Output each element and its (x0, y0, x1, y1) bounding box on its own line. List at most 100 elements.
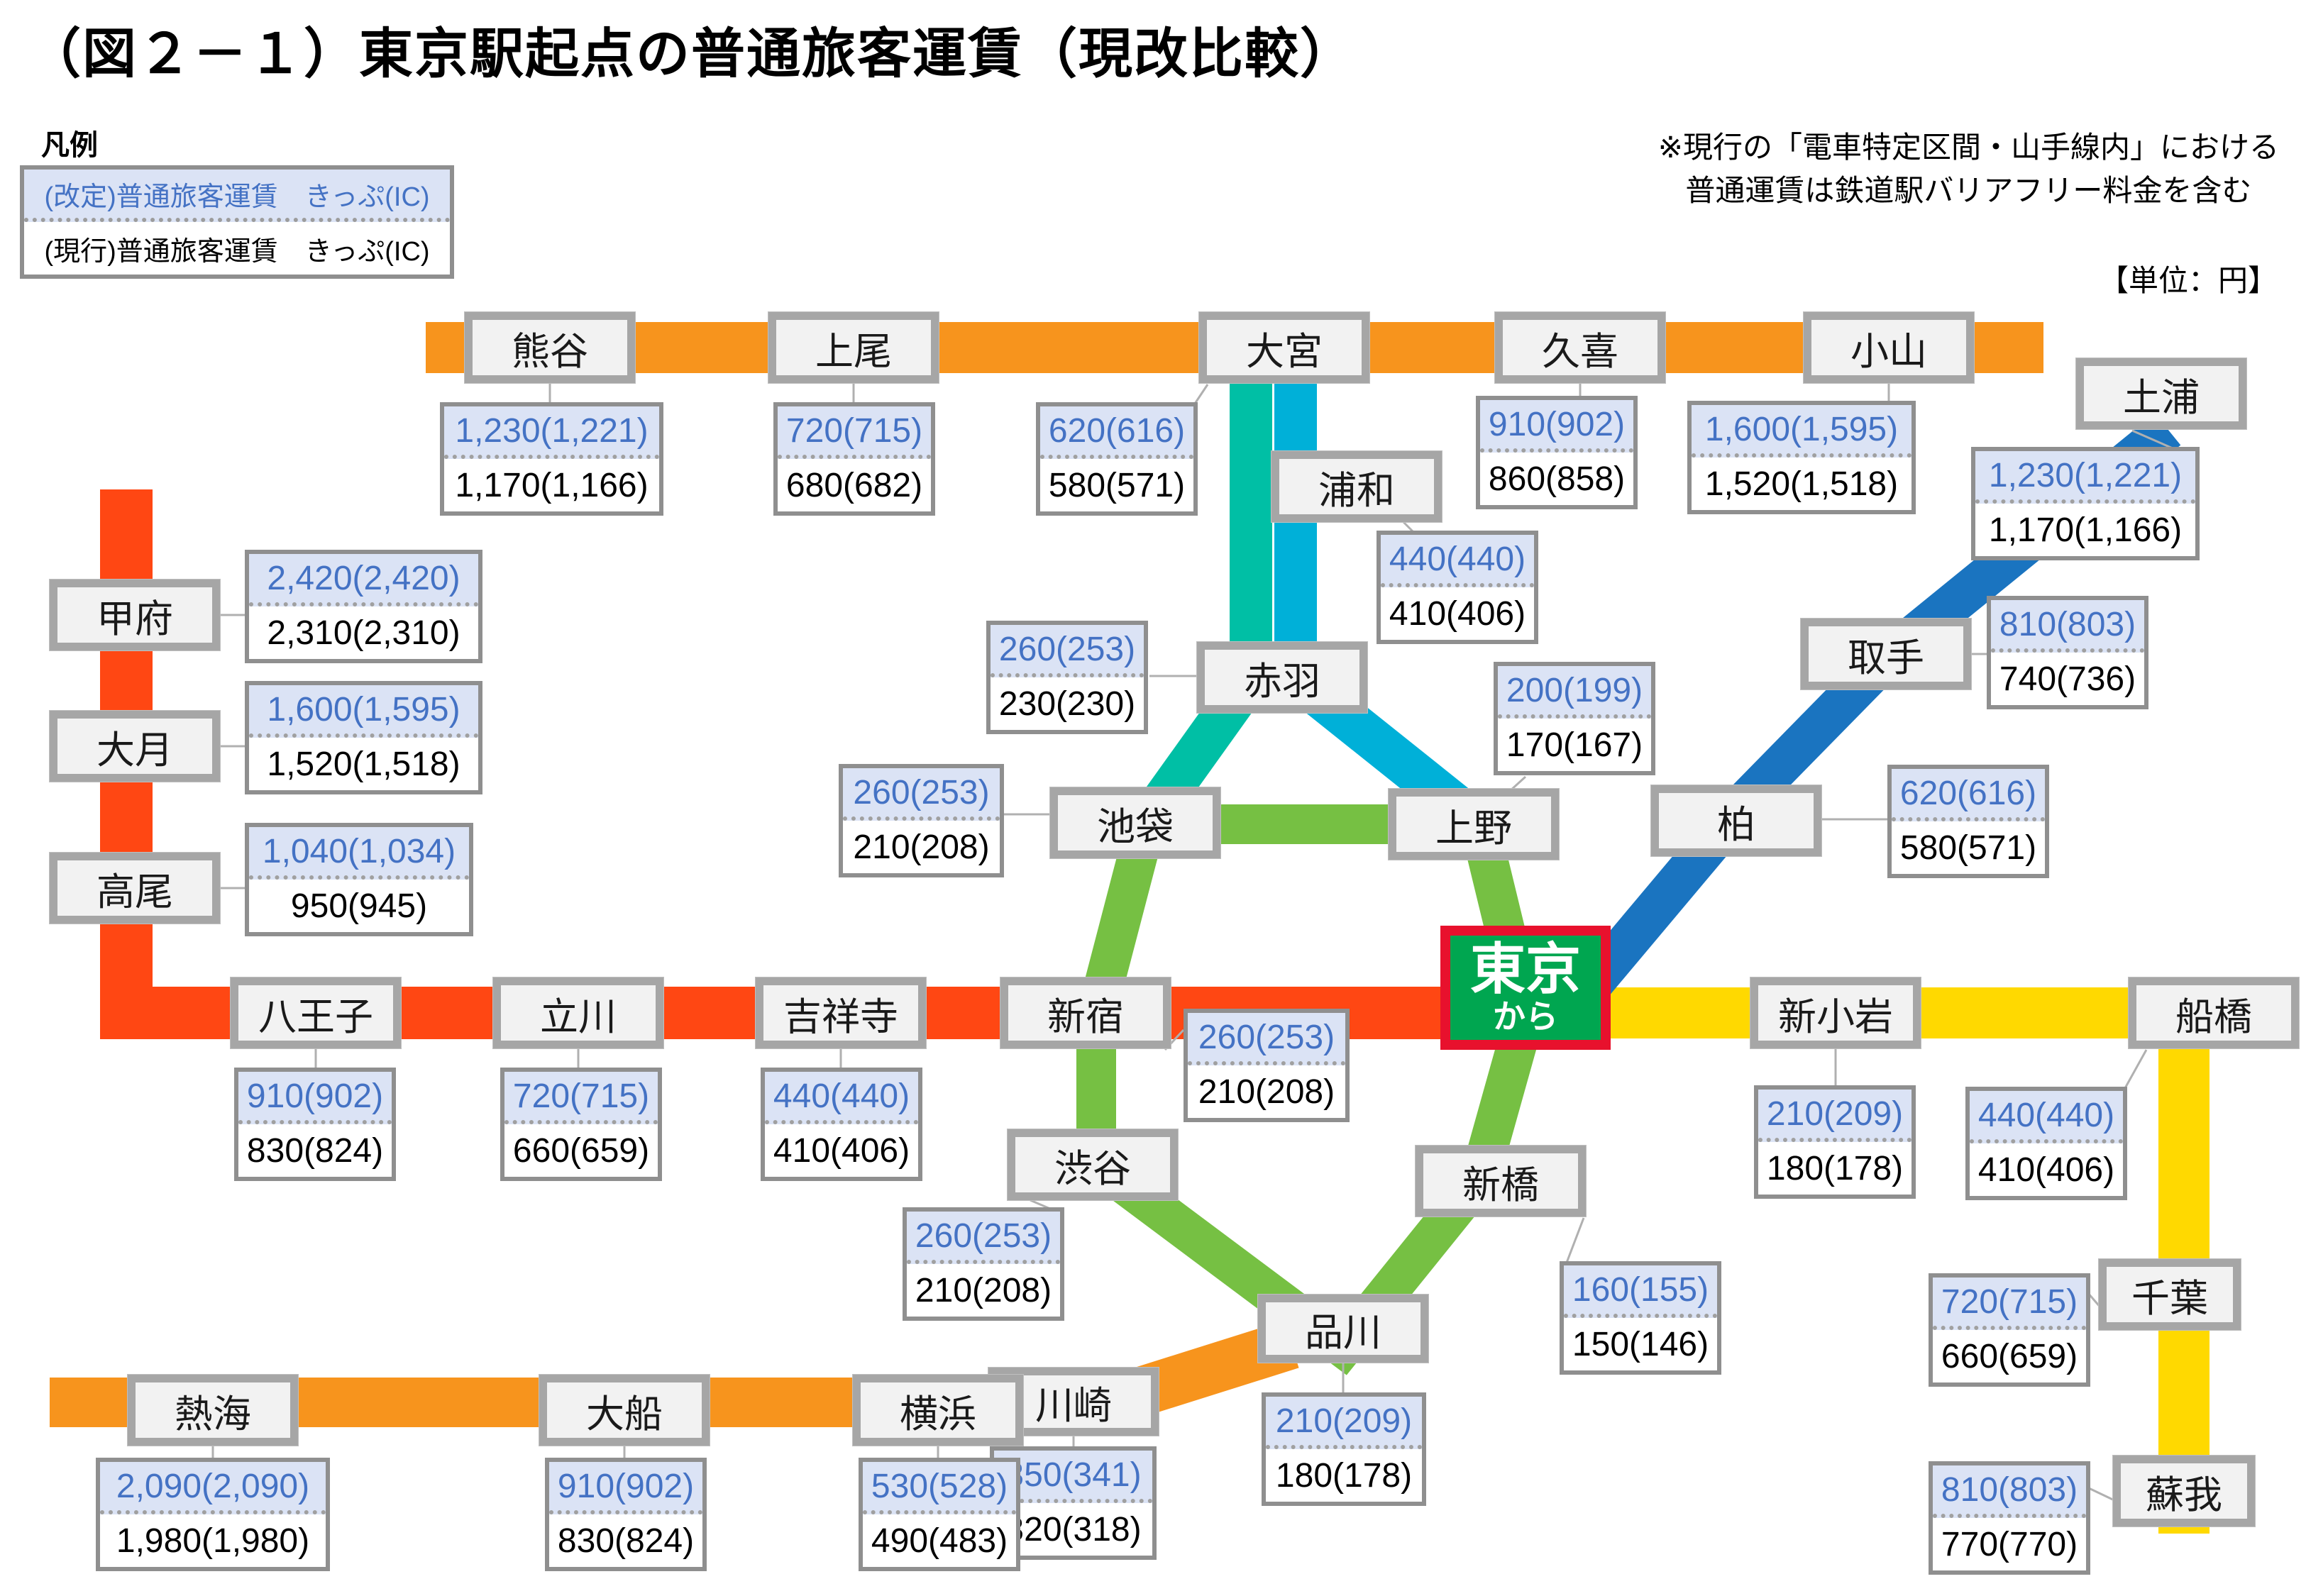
station-name-shinagawa: 品川 (1305, 1311, 1381, 1354)
fare-revised-ikebukuro: 260(253) (843, 768, 1000, 821)
station-oyama: 小山 (1804, 312, 1974, 383)
fare-revised-yokohama: 530(528) (863, 1462, 1016, 1514)
station-omiya: 大宮 (1199, 312, 1369, 383)
fare-revised-tachikawa: 720(715) (504, 1072, 658, 1124)
station-name-funabashi: 船橋 (2175, 995, 2252, 1038)
fare-revised-oyama: 1,600(1,595) (1692, 405, 1911, 458)
connector-omiya (1193, 384, 1209, 404)
fare-current-shinagawa: 180(178) (1266, 1449, 1422, 1502)
station-name-shinjuku: 新宿 (1047, 995, 1124, 1038)
fare-current-takao: 950(945) (249, 880, 469, 932)
fare-box-funabashi: 440(440) 410(406) (1965, 1087, 2127, 1200)
station-name-shimbashi: 新橋 (1462, 1163, 1539, 1207)
connector-urawa (1402, 521, 1415, 533)
fare-current-urawa: 410(406) (1381, 587, 1534, 640)
station-name-kuki: 久喜 (1542, 330, 1618, 373)
fare-current-ageo: 680(682) (778, 459, 931, 511)
station-name-ueno: 上野 (1435, 807, 1512, 850)
station-chiba: 千葉 (2099, 1259, 2241, 1330)
origin-station-name: 東京 (1469, 938, 1581, 1001)
fare-current-shibuya: 210(208) (907, 1264, 1060, 1317)
fare-current-oyama: 1,520(1,518) (1692, 458, 1911, 510)
fare-current-tsuchiura: 1,170(1,166) (1975, 504, 2195, 556)
station-funabashi: 船橋 (2129, 977, 2299, 1048)
station-tokyo-origin: 東京 から (1440, 926, 1611, 1050)
station-name-yokohama: 横浜 (900, 1392, 976, 1436)
fare-box-otsuki: 1,600(1,595) 1,520(1,518) (245, 681, 482, 794)
station-name-shibuya: 渋谷 (1054, 1147, 1131, 1190)
fare-revised-ofuna: 910(902) (549, 1462, 702, 1514)
station-name-omiya: 大宮 (1246, 330, 1323, 373)
fare-current-kashiwa: 580(571) (1892, 821, 2045, 874)
station-name-tsuchiura: 土浦 (2123, 376, 2200, 419)
fare-box-tachikawa: 720(715) 660(659) (500, 1068, 662, 1181)
fare-revised-soga: 810(803) (1933, 1465, 2086, 1518)
station-shimbashi: 新橋 (1416, 1146, 1586, 1217)
fare-box-urawa: 440(440) 410(406) (1377, 531, 1538, 644)
unit-label: 【単位：円】 (2098, 264, 2278, 297)
fare-revised-atami: 2,090(2,090) (100, 1462, 326, 1514)
station-name-tachikawa: 立川 (540, 995, 617, 1038)
fare-current-hachioji: 830(824) (238, 1124, 392, 1177)
station-name-atami: 熱海 (175, 1392, 251, 1436)
station-shinkoiwa: 新小岩 (1750, 977, 1921, 1048)
station-ofuna: 大船 (539, 1375, 710, 1446)
fare-current-otsuki: 1,520(1,518) (249, 738, 478, 790)
station-takao: 高尾 (50, 853, 220, 924)
fare-box-tsuchiura: 1,230(1,221) 1,170(1,166) (1971, 447, 2200, 560)
fare-revised-tsuchiura: 1,230(1,221) (1975, 451, 2195, 504)
fare-current-kumagaya: 1,170(1,166) (444, 459, 659, 511)
station-name-urawa: 浦和 (1318, 469, 1395, 512)
station-kofu: 甲府 (50, 580, 220, 650)
fare-revised-shinagawa: 210(209) (1266, 1397, 1422, 1449)
station-ikebukuro: 池袋 (1050, 787, 1220, 858)
fare-box-hachioji: 910(902) 830(824) (234, 1068, 396, 1181)
station-ueno: 上野 (1389, 789, 1559, 860)
fare-revised-kumagaya: 1,230(1,221) (444, 406, 659, 459)
fare-current-soga: 770(770) (1933, 1518, 2086, 1570)
station-name-ageo: 上尾 (815, 330, 892, 373)
fare-current-akabane: 230(230) (991, 677, 1144, 730)
fare-current-omiya: 580(571) (1040, 459, 1193, 511)
station-yokohama: 横浜 (853, 1375, 1023, 1446)
fare-box-oyama: 1,600(1,595) 1,520(1,518) (1687, 401, 1916, 514)
fare-box-shinkoiwa: 210(209) 180(178) (1754, 1085, 1916, 1199)
fare-revised-ueno: 200(199) (1498, 666, 1651, 719)
station-tachikawa: 立川 (493, 977, 663, 1048)
connector-funabashi (2124, 1049, 2148, 1089)
fare-box-kumagaya: 1,230(1,221) 1,170(1,166) (440, 402, 663, 516)
station-toride: 取手 (1801, 619, 1971, 689)
fare-current-chiba: 660(659) (1933, 1330, 2086, 1382)
legend-revised-row: (改定)普通旅客運賃 きっぷ(IC) (24, 170, 450, 222)
station-akabane: 赤羽 (1197, 642, 1367, 713)
fare-current-shinkoiwa: 180(178) (1758, 1142, 1911, 1195)
fare-revised-shimbashi: 160(155) (1564, 1265, 1717, 1318)
station-kichijoji: 吉祥寺 (756, 977, 926, 1048)
origin-from-label: から (1493, 998, 1558, 1036)
fare-box-shinagawa: 210(209) 180(178) (1262, 1392, 1426, 1506)
fare-revised-funabashi: 440(440) (1970, 1091, 2123, 1143)
fare-box-kuki: 910(902) 860(858) (1476, 396, 1638, 509)
fare-current-kichijoji: 410(406) (765, 1124, 918, 1177)
fare-current-atami: 1,980(1,980) (100, 1514, 326, 1567)
fare-revised-shinkoiwa: 210(209) (1758, 1090, 1911, 1142)
footnote-line2: 普通運賃は鉄道駅バリアフリー料金を含む (1685, 173, 2252, 207)
station-shibuya: 渋谷 (1008, 1129, 1178, 1200)
footnote: ※現行の「電車特定区間・山手線内」における 普通運賃は鉄道駅バリアフリー料金を含… (1658, 126, 2279, 213)
station-shinjuku: 新宿 (1000, 977, 1171, 1048)
station-hachioji: 八王子 (231, 977, 401, 1048)
connector-ueno (1508, 775, 1527, 792)
station-tsuchiura: 土浦 (2076, 358, 2246, 429)
station-name-toride: 取手 (1848, 636, 1924, 680)
legend-current-row: (現行)普通旅客運賃 きっぷ(IC) (24, 222, 450, 275)
fare-revised-kashiwa: 620(616) (1892, 769, 2045, 821)
fare-box-shibuya: 260(253) 210(208) (903, 1207, 1064, 1321)
fare-box-atami: 2,090(2,090) 1,980(1,980) (96, 1458, 330, 1571)
fare-revised-urawa: 440(440) (1381, 535, 1534, 587)
fare-current-kuki: 860(858) (1480, 453, 1633, 505)
fare-revised-kawasaki: 350(341) (994, 1451, 1152, 1503)
fare-current-shinjuku: 210(208) (1188, 1065, 1345, 1118)
fare-revised-shibuya: 260(253) (907, 1212, 1060, 1264)
fare-box-shinjuku: 260(253) 210(208) (1184, 1009, 1350, 1122)
